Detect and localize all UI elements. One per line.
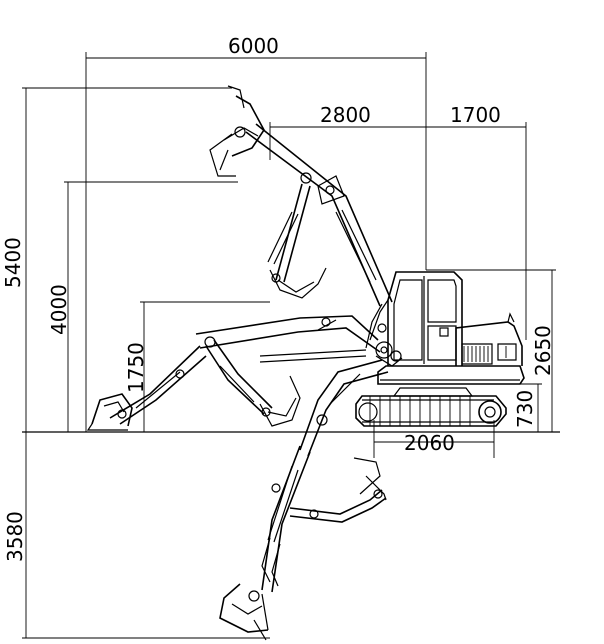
dimension-overall-height: 2650 (426, 269, 556, 432)
dim-label-1700: 1700 (450, 103, 501, 127)
excavator-machine-body (355, 271, 525, 427)
dimension-max-reach: 6000 (85, 34, 427, 432)
dimension-max-dig-depth: 3580 (3, 432, 270, 639)
dimension-track-length: 2060 (373, 420, 495, 458)
dimension-pivot-and-tail: 2800 1700 (269, 103, 527, 340)
arm-position-raised (209, 85, 393, 307)
undercarriage (355, 387, 507, 427)
dim-label-6000: 6000 (228, 34, 279, 58)
dim-label-730: 730 (513, 390, 537, 428)
dim-label-3580: 3580 (3, 511, 27, 562)
arm-position-digging (219, 359, 389, 641)
dim-label-5400: 5400 (1, 237, 25, 288)
arm-position-extended (86, 315, 381, 431)
dimension-vertical-dig-height: 1750 (124, 301, 270, 432)
dim-label-4000: 4000 (47, 284, 71, 335)
dim-label-2800: 2800 (320, 103, 371, 127)
upper-structure (377, 271, 525, 385)
boom-base (365, 299, 403, 367)
dim-label-1750: 1750 (124, 342, 148, 393)
dimension-ground-clearance: 730 (510, 383, 542, 432)
dim-label-2650: 2650 (531, 325, 555, 376)
dimension-max-dump-height: 4000 (47, 181, 238, 432)
dimension-max-cutting-height: 5400 (1, 87, 232, 432)
dim-label-2060: 2060 (404, 431, 455, 455)
